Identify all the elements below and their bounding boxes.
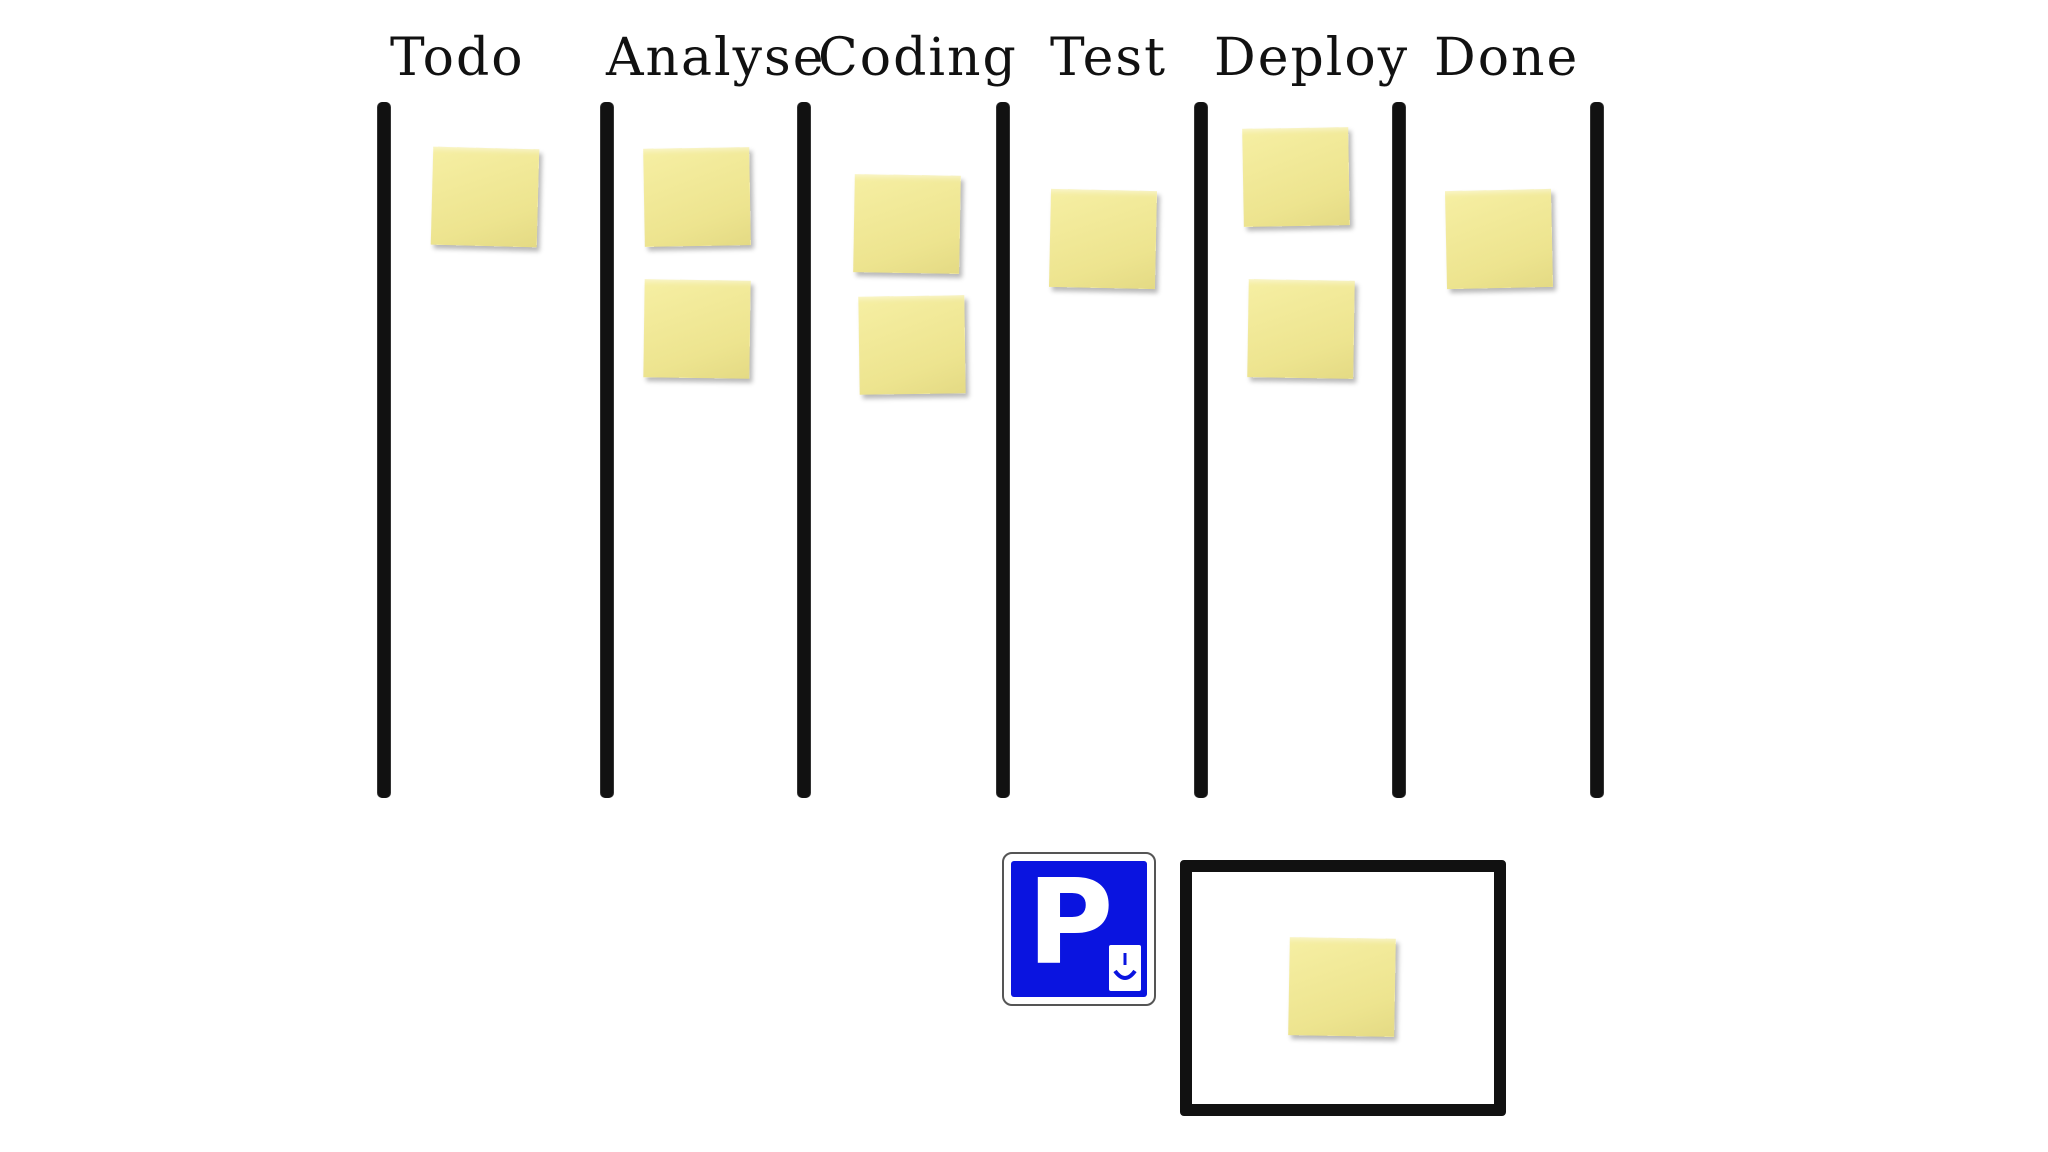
parking-lot-box xyxy=(1180,860,1506,1116)
sticky-note-test-1[interactable] xyxy=(1048,188,1158,290)
column-divider xyxy=(601,102,613,798)
parking-letter: P xyxy=(1027,853,1114,991)
column-title-deploy: Deploy xyxy=(1214,28,1410,88)
sticky-note-parked-1[interactable] xyxy=(1288,937,1396,1037)
column-divider xyxy=(997,102,1009,798)
sticky-note-coding-2[interactable] xyxy=(858,295,966,395)
column-divider xyxy=(1195,102,1207,798)
sticky-note-analyse-1[interactable] xyxy=(643,147,751,247)
column-divider xyxy=(378,102,390,798)
sticky-note-deploy-2[interactable] xyxy=(1247,279,1355,379)
parking-sign-icon: P xyxy=(1002,852,1156,1006)
sticky-note-analyse-2[interactable] xyxy=(643,279,751,379)
sticky-note-deploy-1[interactable] xyxy=(1242,127,1350,227)
parking-sign-background: P xyxy=(1011,861,1147,997)
sticky-note-coding-1[interactable] xyxy=(853,174,961,274)
column-title-test: Test xyxy=(1050,28,1168,88)
sticky-note-todo-1[interactable] xyxy=(430,146,540,248)
column-title-coding: Coding xyxy=(818,28,1018,88)
sticky-note-done-1[interactable] xyxy=(1444,188,1554,290)
column-divider xyxy=(1591,102,1603,798)
column-divider xyxy=(798,102,810,798)
column-title-done: Done xyxy=(1434,28,1580,88)
parking-disc-icon xyxy=(1109,945,1141,991)
column-divider xyxy=(1393,102,1405,798)
column-title-todo: Todo xyxy=(390,28,525,88)
column-title-analyse: Analyse xyxy=(606,28,826,88)
